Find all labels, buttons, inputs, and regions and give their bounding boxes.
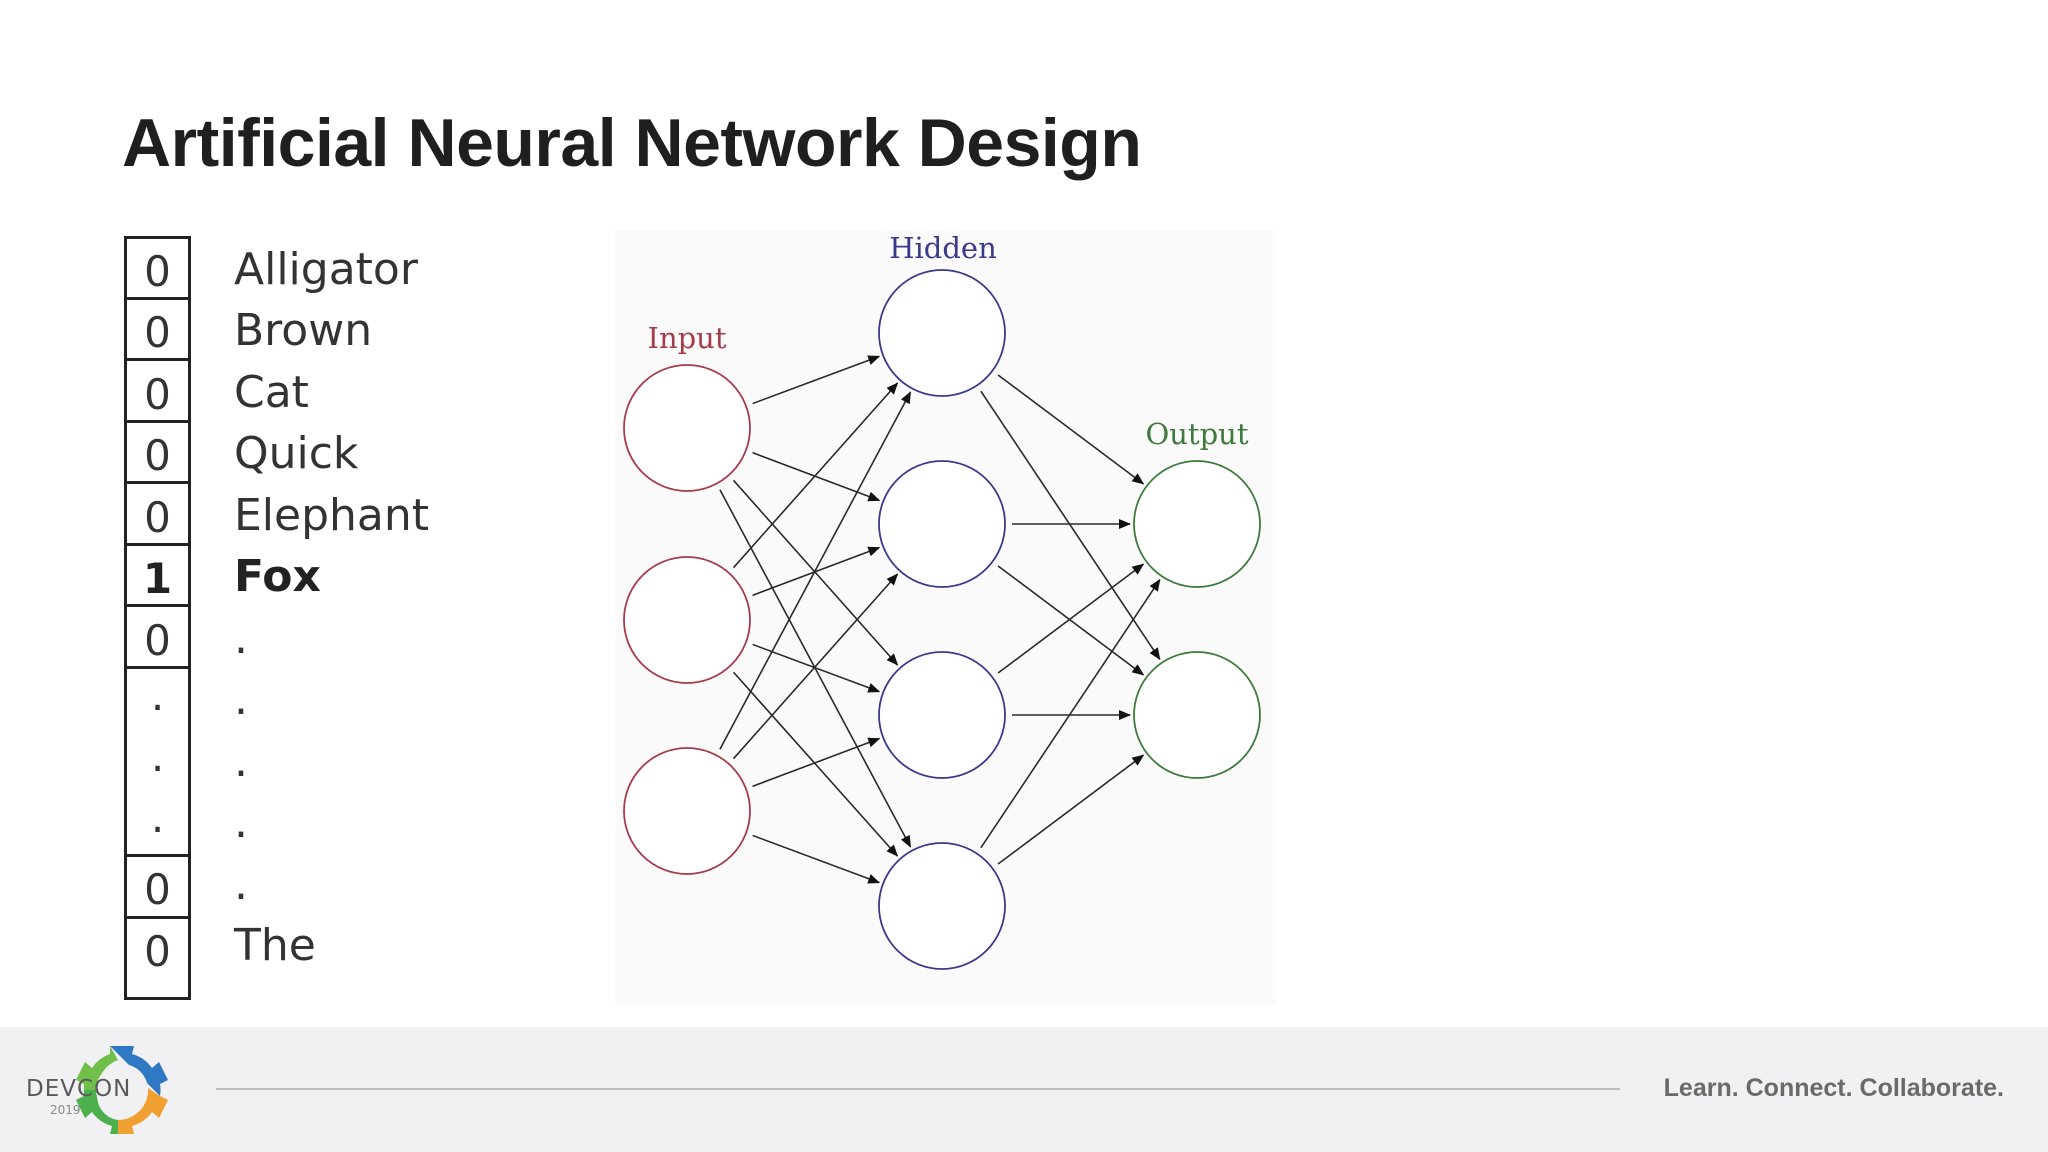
vector-ellipsis: . xyxy=(150,732,165,781)
vocab-word: Alligator xyxy=(234,244,418,295)
connection-arrow xyxy=(732,382,899,569)
connection-arrow xyxy=(732,479,899,666)
output-neuron xyxy=(1133,651,1261,779)
vocab-ellipsis: . xyxy=(234,859,248,910)
vector-cell: 0 xyxy=(144,493,171,542)
connection-arrow xyxy=(752,737,881,788)
connection-arrow xyxy=(997,563,1145,674)
vector-divider xyxy=(127,604,188,607)
connection-arrow xyxy=(997,374,1145,485)
connection-arrow xyxy=(719,391,912,750)
vector-ellipsis: . xyxy=(150,671,165,720)
connection-arrow xyxy=(752,643,881,693)
vector-cell: 0 xyxy=(144,308,171,357)
input-neuron xyxy=(623,556,751,684)
vocab-word: Quick xyxy=(234,428,359,479)
connection-arrow xyxy=(997,754,1145,865)
vector-cell: 0 xyxy=(144,370,171,419)
vector-divider xyxy=(127,358,188,361)
vocab-ellipsis: . xyxy=(234,797,248,848)
vector-ellipsis: . xyxy=(150,793,165,842)
vector-cell: 0 xyxy=(144,865,171,914)
vocab-ellipsis: . xyxy=(234,736,248,787)
neurons xyxy=(623,269,1261,970)
logo-year: 2019 xyxy=(50,1103,81,1117)
connection-arrow xyxy=(732,573,899,760)
footer-divider xyxy=(216,1088,1620,1090)
vector-cell: 0 xyxy=(144,247,171,296)
connection-arrow xyxy=(980,390,1161,661)
slide-title: Artificial Neural Network Design xyxy=(122,105,1142,181)
input-neuron xyxy=(623,364,751,492)
vector-divider xyxy=(127,854,188,857)
vector-divider xyxy=(127,481,188,484)
input-neuron xyxy=(623,747,751,875)
vocab-ellipsis: . xyxy=(234,613,248,664)
vocab-word: Brown xyxy=(234,305,373,356)
output-layer-label: Output xyxy=(1145,417,1248,451)
connection-arrow xyxy=(752,834,881,884)
vocab-word-active: Fox xyxy=(234,551,321,602)
hidden-neuron xyxy=(878,460,1006,588)
connection-arrow xyxy=(997,565,1145,676)
connections xyxy=(719,355,1161,884)
vector-cell-active: 1 xyxy=(142,554,173,603)
connection-arrow xyxy=(752,546,881,597)
hidden-neuron xyxy=(878,269,1006,397)
footer-tagline: Learn. Connect. Collaborate. xyxy=(1663,1074,2004,1102)
hidden-neuron xyxy=(878,651,1006,779)
connection-arrow xyxy=(752,451,881,502)
vector-divider xyxy=(127,916,188,919)
vector-divider xyxy=(127,543,188,546)
logo-wordmark: DEVCON xyxy=(26,1076,132,1102)
vocab-ellipsis: . xyxy=(234,674,248,725)
one-hot-vector: 0 0 0 0 0 1 0 . . . 0 0 xyxy=(124,236,191,1000)
input-layer-label: Input xyxy=(647,321,726,355)
connection-arrow xyxy=(752,355,881,405)
vocab-word: Cat xyxy=(234,367,309,418)
vocab-word: The xyxy=(234,920,316,971)
connection-arrow xyxy=(732,671,899,857)
vector-divider xyxy=(127,420,188,423)
vector-divider xyxy=(127,666,188,669)
hidden-layer-label: Hidden xyxy=(889,231,997,265)
vector-cell: 0 xyxy=(144,616,171,665)
vector-divider xyxy=(127,297,188,300)
devcon-gear-logo-icon xyxy=(76,1046,168,1134)
vocab-word: Elephant xyxy=(234,490,430,541)
vector-cell: 0 xyxy=(144,431,171,480)
output-neuron xyxy=(1133,460,1261,588)
connection-arrow xyxy=(980,578,1161,849)
vector-cell: 0 xyxy=(144,927,171,976)
hidden-neuron xyxy=(878,842,1006,970)
